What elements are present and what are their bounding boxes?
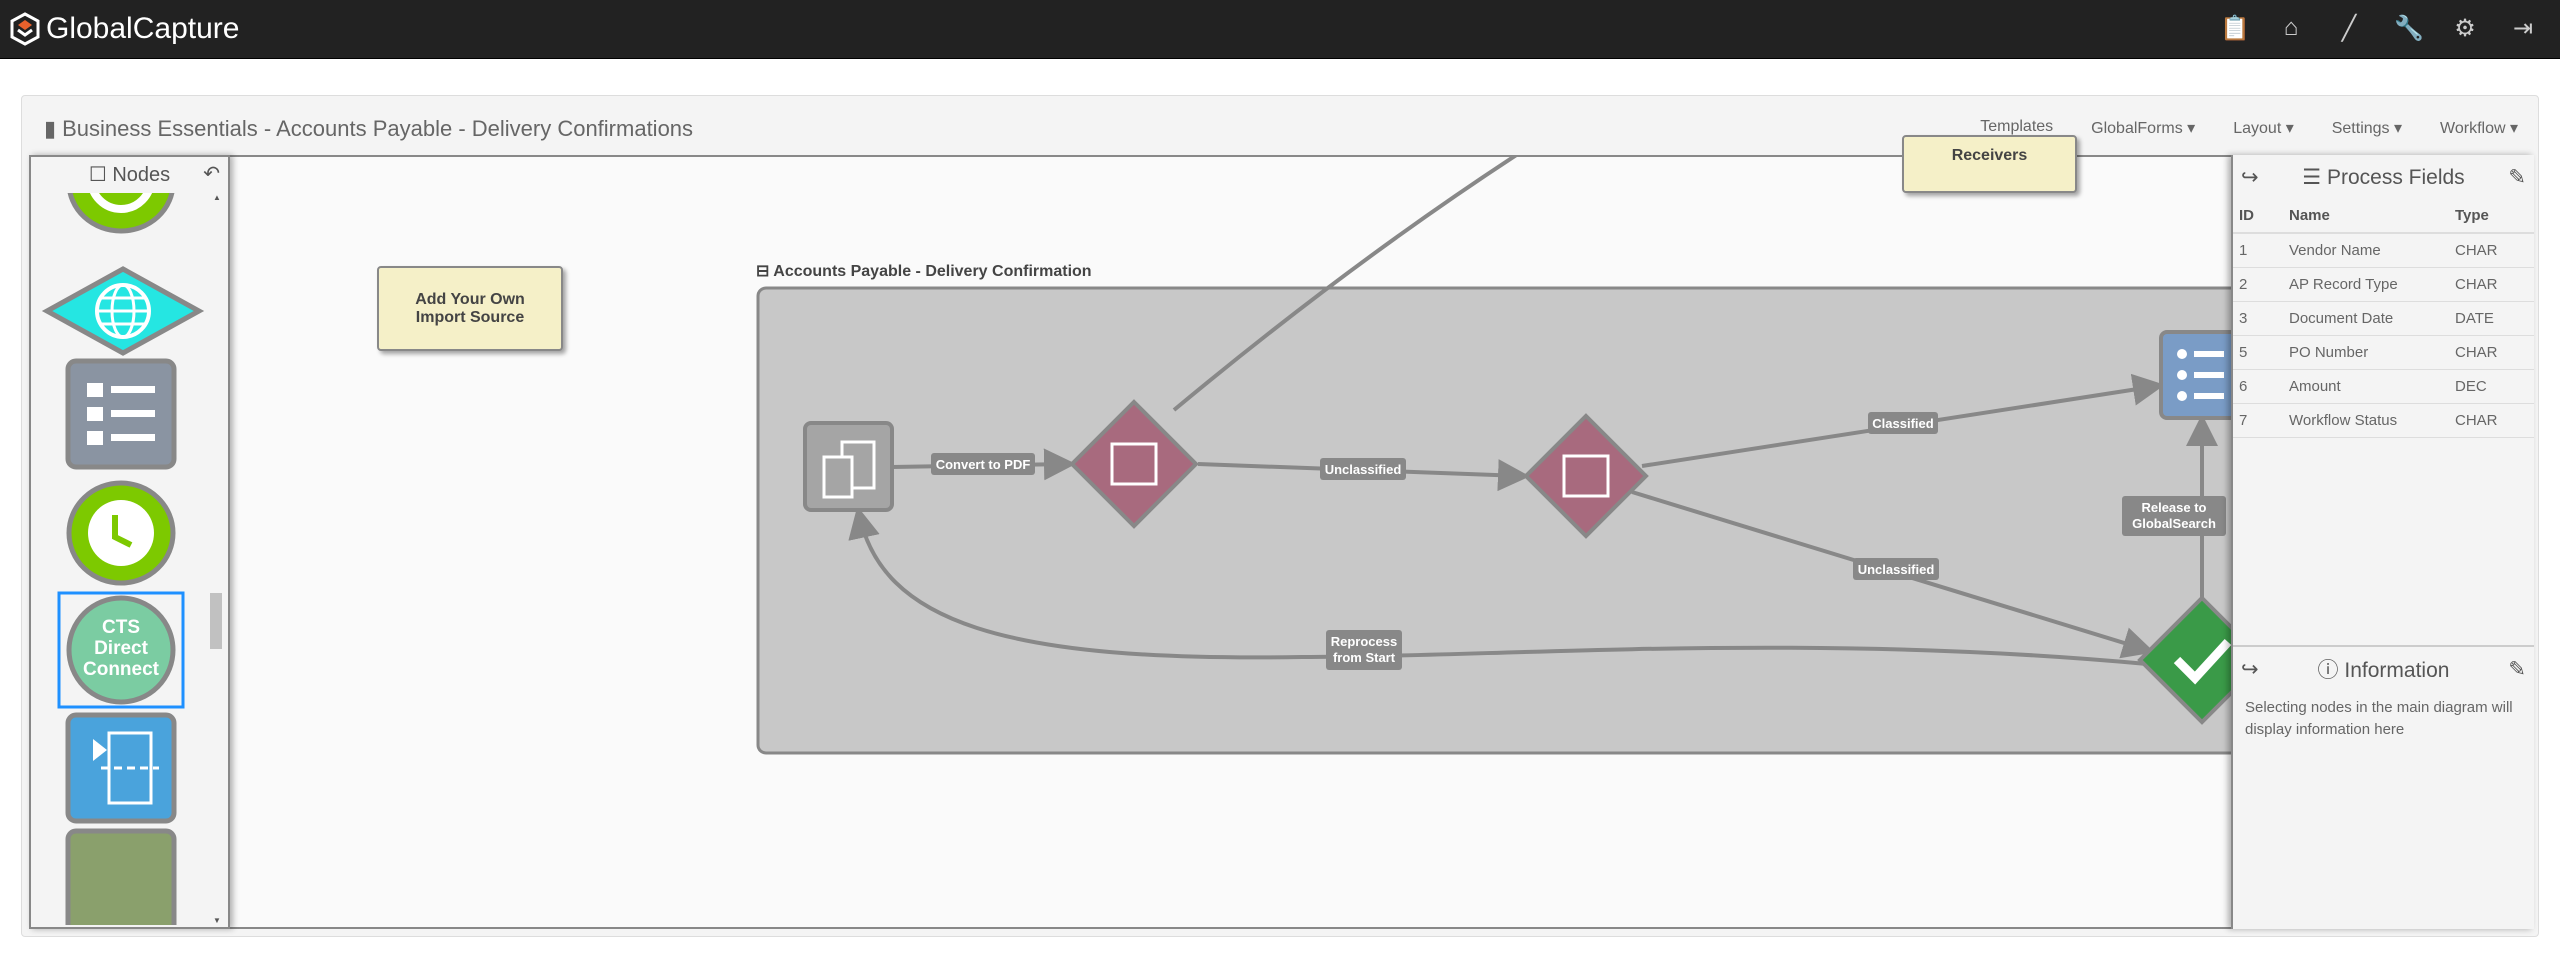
information-text: Selecting nodes in the main diagram will… — [2245, 699, 2513, 738]
top-navbar: GlobalCapture 📋 ⌂ ╱ 🔧 ⚙ ⇥ — [0, 0, 2560, 59]
group-label[interactable]: ⊟ Accounts Payable - Delivery Confirmati… — [756, 263, 1092, 280]
cell-id: 7 — [2233, 403, 2283, 438]
edge-label-release: Release to — [2141, 500, 2206, 515]
palette-node-cts-direct-connect[interactable]: CTS Direct Connect — [66, 595, 176, 705]
convert-node[interactable] — [803, 421, 894, 512]
cell-name: Amount — [2283, 369, 2449, 404]
cell-id: 6 — [2233, 369, 2283, 404]
edit-pencil-icon[interactable]: ✎ — [2508, 657, 2526, 681]
cell-id: 1 — [2233, 233, 2283, 268]
workflow-dropdown[interactable]: Workflow ▾ — [2440, 120, 2518, 137]
cell-type: CHAR — [2449, 267, 2534, 302]
palette-scrollbar[interactable]: ▲▼ — [210, 193, 224, 925]
edge-label-reprocess: Reprocess — [1331, 634, 1397, 649]
palette-node-timer-top[interactable] — [67, 193, 175, 234]
edge-label-convert: Convert to PDF — [936, 457, 1031, 472]
information-section: ↪ ⓘ Information ✎ Selecting nodes in the m… — [2233, 645, 2534, 747]
palette-selection-box — [57, 591, 185, 709]
edge-to-receivers — [1172, 157, 1518, 412]
col-type: Type — [2449, 199, 2534, 234]
cell-id: 3 — [2233, 301, 2283, 336]
svg-text:Connect: Connect — [83, 659, 160, 680]
palette-node-web[interactable] — [41, 266, 205, 356]
process-fields-title: Process Fields — [2326, 165, 2465, 189]
cell-name: PO Number — [2283, 335, 2449, 370]
palette-node-export[interactable] — [65, 828, 177, 925]
group-container[interactable] — [756, 286, 2320, 755]
share-icon[interactable]: ↪ — [2241, 165, 2259, 189]
logout-icon[interactable]: ⇥ — [2512, 15, 2534, 42]
note-receivers[interactable]: Receivers — [1902, 135, 2077, 193]
edge-label-unclassified-1: Unclassified — [1325, 462, 1402, 477]
classify-node-1[interactable] — [1069, 399, 1199, 529]
info-icon: ⓘ — [2317, 659, 2339, 682]
cell-name: Vendor Name — [2283, 233, 2449, 268]
cell-name: Workflow Status — [2283, 403, 2449, 438]
nodes-checkbox-icon[interactable]: ☐ — [88, 164, 107, 186]
app-logo[interactable]: GlobalCapture — [10, 12, 239, 46]
palette-title: Nodes — [112, 164, 171, 186]
clipboard-check-icon[interactable]: 📋 — [2220, 15, 2250, 42]
cell-id: 5 — [2233, 335, 2283, 370]
logo-icon — [10, 12, 40, 46]
palette-node-separator[interactable] — [65, 712, 177, 824]
edge-label-classified: Classified — [1872, 416, 1933, 431]
note-import-source[interactable]: Add Your Own Import Source — [377, 266, 563, 351]
cell-type: DATE — [2449, 301, 2534, 336]
palette-node-timer[interactable] — [66, 480, 176, 586]
review-list-node[interactable] — [2159, 330, 2243, 420]
edge-label-reprocess-2: from Start — [1333, 650, 1396, 665]
cell-name: AP Record Type — [2283, 267, 2449, 302]
scanner-icon[interactable]: ⌂ — [2283, 14, 2299, 41]
layout-dropdown[interactable]: Layout ▾ — [2233, 120, 2294, 137]
brush-icon[interactable]: ╱ — [2341, 15, 2357, 42]
cell-name: Document Date — [2283, 301, 2449, 336]
gear-icon[interactable]: ⚙ — [2454, 15, 2476, 42]
cell-type: CHAR — [2449, 233, 2534, 268]
palette-node-list[interactable] — [65, 358, 177, 470]
wrench-icon[interactable]: 🔧 — [2394, 15, 2424, 42]
app-name: GlobalCapture — [46, 12, 240, 45]
edit-pencil-icon[interactable]: ✎ — [2508, 165, 2526, 189]
undo-icon[interactable]: ↶ — [203, 163, 220, 185]
group-label-text: Accounts Payable - Delivery Confirmation — [773, 263, 1092, 280]
edge-label-release-2: GlobalSearch — [2132, 516, 2216, 531]
templates-button[interactable]: Templates — [1980, 118, 2054, 135]
nodes-palette: ☐ Nodes ↶ CTS Direct Connect ▲▼ — [29, 155, 230, 929]
col-name: Name — [2283, 199, 2449, 234]
cell-id: 2 — [2233, 267, 2283, 302]
classify-node-2[interactable] — [1523, 413, 1649, 539]
list-icon: ☰ — [2302, 165, 2322, 189]
svg-text:Direct: Direct — [94, 638, 149, 659]
svg-text:CTS: CTS — [102, 617, 140, 638]
file-icon: ▮ — [44, 116, 57, 141]
globalforms-dropdown[interactable]: GlobalForms ▾ — [2091, 120, 2196, 137]
edge-label-unclassified-2: Unclassified — [1858, 562, 1935, 577]
cell-type: CHAR — [2449, 335, 2534, 370]
share-icon[interactable]: ↪ — [2241, 657, 2259, 681]
settings-dropdown[interactable]: Settings ▾ — [2331, 120, 2403, 137]
cell-type: DEC — [2449, 369, 2534, 404]
information-title: Information — [2344, 659, 2450, 682]
col-id: ID — [2233, 199, 2283, 234]
page-title: Business Essentials - Accounts Payable -… — [62, 116, 694, 141]
cell-type: CHAR — [2449, 403, 2534, 438]
